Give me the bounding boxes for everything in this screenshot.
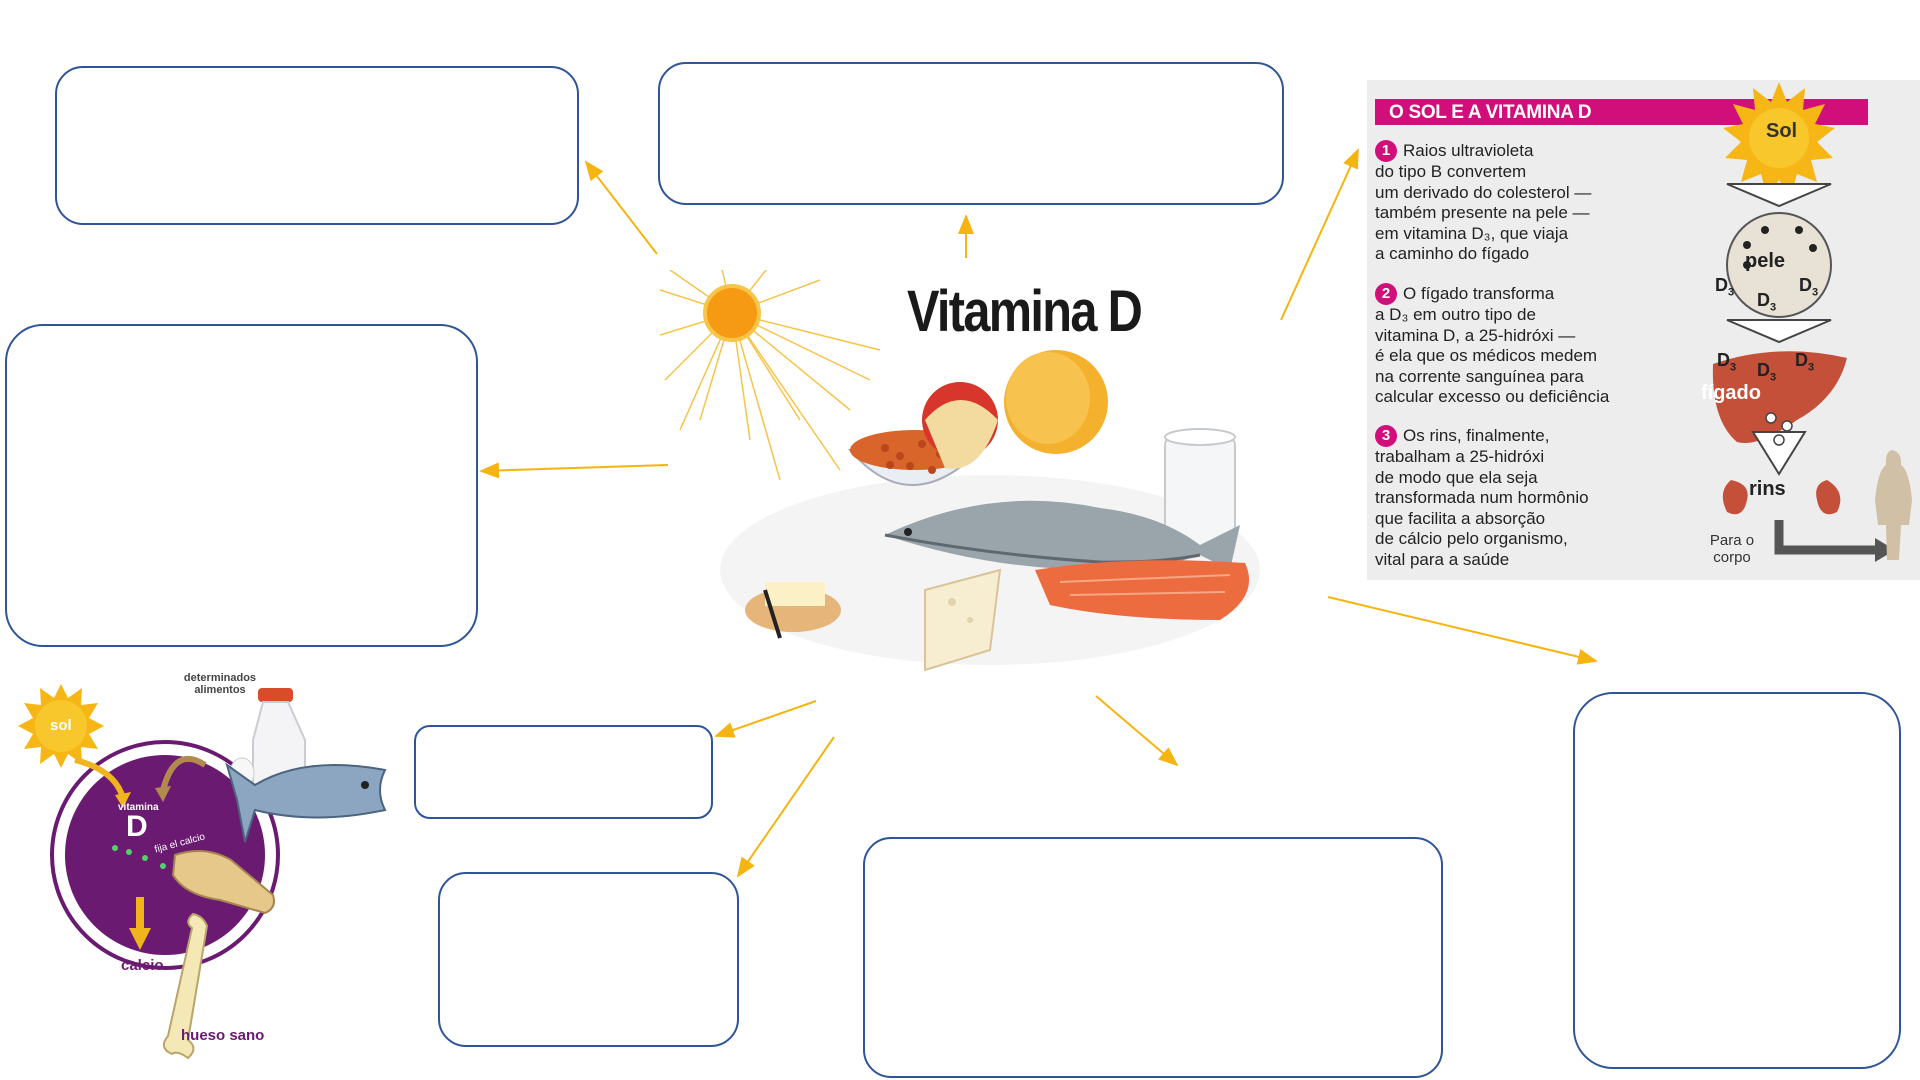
- step-text: O fígado transforma: [1403, 284, 1554, 303]
- skin-label: pele: [1745, 250, 1785, 273]
- step-text: vital para a saúde: [1375, 550, 1509, 569]
- step-text: vitamina D, a 25-hidróxi —: [1375, 326, 1575, 345]
- kidney-icon: [1723, 480, 1748, 514]
- infographic-step-2: 2 O fígado transforma a D₃ em outro tipo …: [1375, 283, 1675, 408]
- liver-label: fígado: [1701, 382, 1761, 405]
- arrow-to-mid-left: [481, 465, 668, 471]
- step-text: do tipo B convertem: [1375, 162, 1526, 181]
- step-number: 2: [1375, 283, 1397, 305]
- sun-icon: [660, 270, 880, 480]
- infographic-title: O SOL E A VITAMINA D: [1389, 102, 1591, 124]
- sun-label: Sol: [1766, 120, 1797, 143]
- bone-diagram-bone-label: hueso sano: [181, 1027, 264, 1044]
- arrow-to-small-box: [716, 701, 816, 736]
- step-text: de modo que ela seja: [1375, 468, 1538, 487]
- bone-diagram-d-label: D: [126, 810, 148, 844]
- step-text: também presente na pele —: [1375, 203, 1590, 222]
- sun-vitamin-d-infographic: O SOL E A VITAMINA D 1 Raios ultravioleta…: [1367, 80, 1920, 580]
- bone-diagram-calcium-label: calcio: [121, 957, 164, 974]
- step-text: a caminho do fígado: [1375, 244, 1529, 263]
- infographic-step-3: 3 Os rins, finalmente, trabalham a 25-hid…: [1375, 425, 1675, 570]
- infographic-flow: [1687, 80, 1920, 580]
- d3-label: D3: [1717, 350, 1736, 374]
- step-text: calcular excesso ou deficiência: [1375, 387, 1609, 406]
- step-number: 3: [1375, 425, 1397, 447]
- body-label: Para o corpo: [1697, 532, 1767, 566]
- step-text: Os rins, finalmente,: [1403, 426, 1549, 445]
- step-text: Raios ultravioleta: [1403, 141, 1533, 160]
- step-text: em vitamina D₃, que viaja: [1375, 224, 1568, 243]
- arrow-to-bottom-center-left: [738, 737, 834, 876]
- step-text: é ela que os médicos medem: [1375, 346, 1597, 365]
- central-title: Vitamina D: [907, 278, 1141, 345]
- step-text: trabalham a 25-hidróxi: [1375, 447, 1544, 466]
- bone-diagram-sun-label: sol: [50, 717, 72, 734]
- d3-label: D3: [1757, 360, 1776, 384]
- arrow-to-bottom-right: [1328, 597, 1596, 661]
- arrow-to-top-left: [586, 162, 657, 254]
- d3-label: D3: [1795, 350, 1814, 374]
- step-text: transformada num hormônio: [1375, 488, 1589, 507]
- d3-label: D3: [1757, 290, 1776, 314]
- kidneys-label: rins: [1749, 478, 1786, 501]
- step-number: 1: [1375, 140, 1397, 162]
- arrow-to-infographic: [1281, 150, 1358, 320]
- step-text: de cálcio pelo organismo,: [1375, 529, 1568, 548]
- kidney-icon: [1816, 480, 1840, 514]
- step-text: na corrente sanguínea para: [1375, 367, 1584, 386]
- d3-label: D3: [1799, 275, 1818, 299]
- step-text: que facilita a absorção: [1375, 509, 1545, 528]
- step-text: um derivado do colesterol —: [1375, 183, 1591, 202]
- arrow-to-bottom-center: [1096, 696, 1177, 765]
- d3-label: D3: [1715, 275, 1734, 299]
- bone-diagram-foods-label: determinados alimentos: [170, 672, 270, 696]
- step-text: a D₃ em outro tipo de: [1375, 305, 1536, 324]
